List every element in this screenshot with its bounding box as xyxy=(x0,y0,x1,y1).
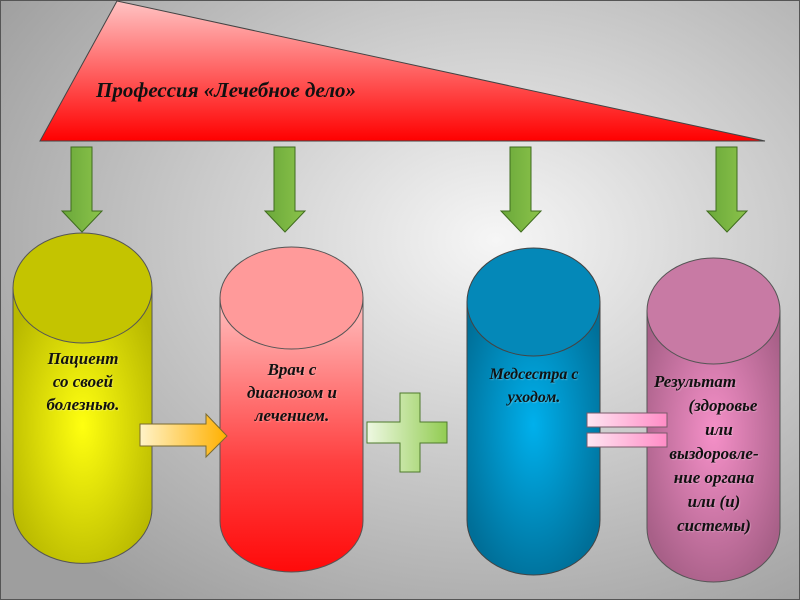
label-line: Результат xyxy=(654,372,737,391)
label-line: выздоровле- xyxy=(669,444,759,463)
label-line: Медсестра с xyxy=(489,366,579,383)
label-line: (здоровье xyxy=(688,396,758,415)
label-line: или xyxy=(705,420,733,439)
cylinder-nurse-label: Медсестра с уходом. xyxy=(468,363,600,409)
label-line: или (и) xyxy=(687,492,741,511)
equals-icon xyxy=(586,412,668,448)
diagram-title: Профессия «Лечебное дело» xyxy=(96,78,357,102)
label-line: болезнью. xyxy=(46,395,120,414)
label-line: системы) xyxy=(677,516,751,535)
cylinder-result-label: Результат (здоровье или выздоровле- ние … xyxy=(648,370,780,538)
label-line: лечением. xyxy=(254,406,330,425)
profession-triangle xyxy=(39,0,766,142)
down-arrow-icon xyxy=(263,146,307,233)
label-line: уходом. xyxy=(507,389,561,406)
cylinder-doctor xyxy=(219,246,364,573)
plus-icon xyxy=(366,392,448,473)
label-line: ние органа xyxy=(673,468,755,487)
down-arrow-icon xyxy=(60,146,104,233)
label-line: диагнозом и xyxy=(247,383,337,402)
down-arrow-icon xyxy=(499,146,543,233)
label-line: Врач с xyxy=(267,360,317,379)
cylinder-doctor-label: Врач с диагнозом и лечением. xyxy=(222,358,362,427)
label-line: со своей xyxy=(52,372,114,391)
down-arrow-icon xyxy=(705,146,749,233)
cylinder-patient-label: Пациент со своей болезнью. xyxy=(20,347,146,416)
down-arrows xyxy=(60,146,749,233)
label-line: Пациент xyxy=(47,349,119,368)
cylinder-patient xyxy=(12,232,153,564)
cylinder-nurse xyxy=(466,247,601,576)
arrow-right-icon xyxy=(139,412,228,459)
cylinder-result xyxy=(646,257,781,583)
